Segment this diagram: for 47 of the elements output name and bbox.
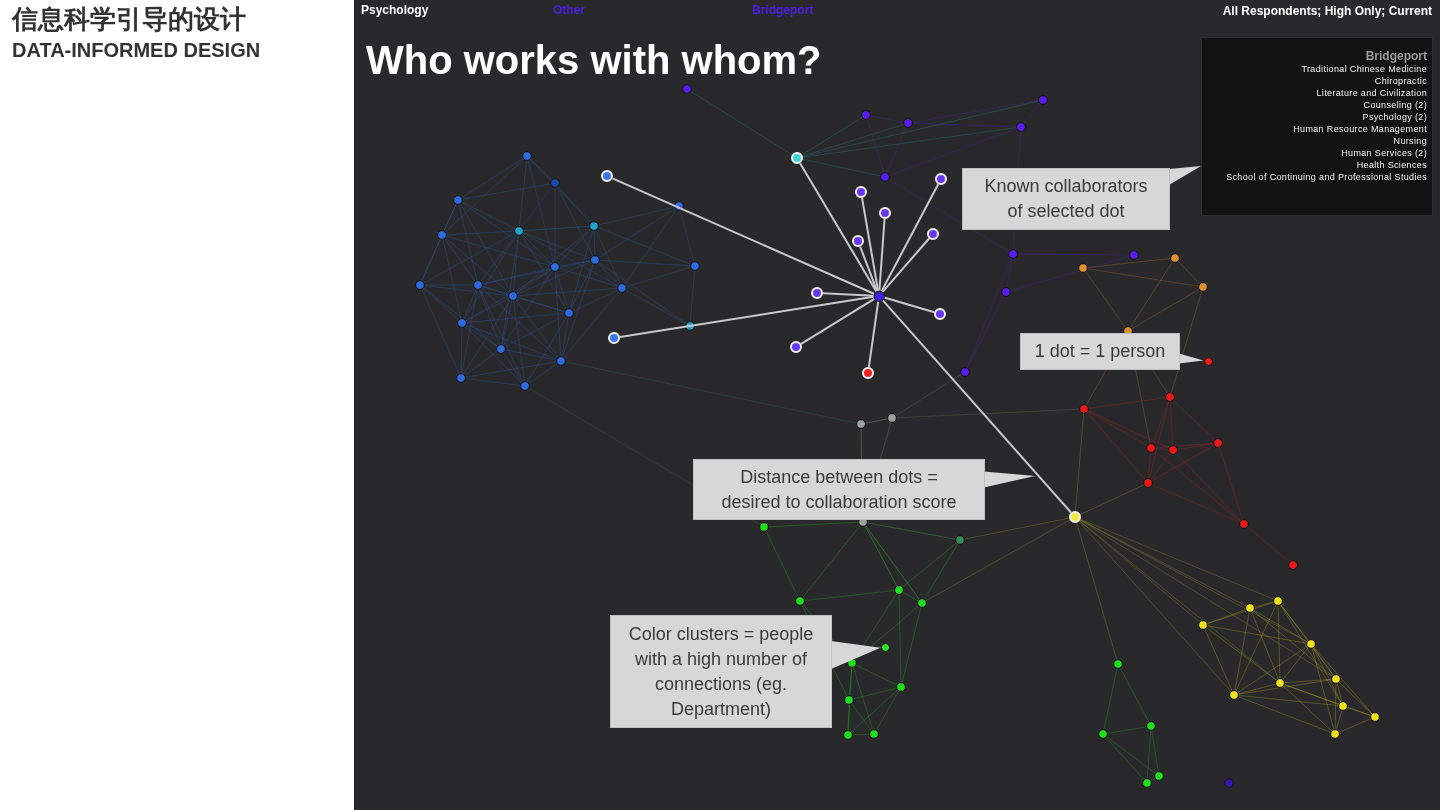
connection-line <box>822 292 875 297</box>
callout-box <box>962 168 1170 230</box>
callout-text: 1 dot = 1 person <box>1034 340 1166 363</box>
panel-heading: Bridgeport <box>1364 49 1427 63</box>
connection-line <box>867 300 880 369</box>
slide-title: 信息科学引导的设计 <box>12 5 246 35</box>
callout-text: Color clusters = people with a high number of connections (eg. Department) <box>627 622 815 721</box>
callout-box <box>693 459 985 520</box>
department-label: School of Continuing and Professional Studies <box>1225 171 1427 183</box>
callout-pointer <box>1179 353 1204 364</box>
info-panel <box>1201 37 1433 216</box>
department-label: Traditional Chinese Medicine <box>1300 63 1427 75</box>
callout-pointer <box>984 471 1035 488</box>
selected-dot <box>873 290 885 302</box>
network-dot <box>1203 356 1213 366</box>
department-label: Psychology (2) <box>1361 111 1427 123</box>
callout-text: Distance between dots = desired to collaboration score <box>720 465 958 514</box>
connection-line <box>859 245 879 292</box>
department-label: Nursing <box>1392 135 1427 147</box>
connection-line <box>883 296 936 314</box>
connection-line <box>861 196 880 292</box>
connection-line <box>881 299 1072 514</box>
department-label: Human Services (2) <box>1340 147 1427 159</box>
callout-pointer <box>831 640 881 669</box>
department-label: Chiropractic <box>1373 75 1427 87</box>
connection-line <box>881 237 931 293</box>
chart-title: Who works with whom? <box>366 38 822 82</box>
department-label: Human Resource Management <box>1292 123 1427 135</box>
connection-line <box>618 295 875 339</box>
callout-box <box>610 615 832 728</box>
department-label: Literature and Civilization <box>1315 87 1427 99</box>
callout-box <box>1020 333 1180 370</box>
department-label: Counseling (2) <box>1362 99 1427 111</box>
connection-line <box>611 177 875 295</box>
filter-summary: All Respondents; High Only; Current <box>1222 5 1432 19</box>
callout-pointer <box>1169 166 1201 185</box>
connection-line <box>800 297 876 345</box>
network-dot <box>880 642 890 652</box>
slide-subtitle: DATA-INFORMED DESIGN <box>12 39 261 62</box>
group-label: Other <box>553 4 585 18</box>
connection-line <box>880 183 940 293</box>
connection-line <box>878 218 886 292</box>
school-label: Bridgeport <box>752 4 814 18</box>
connection-line <box>799 162 878 293</box>
department-label: Psychology <box>361 4 429 18</box>
callout-text: Known collaborators of selected dot <box>983 175 1149 223</box>
department-label: Health Sciences <box>1355 159 1427 171</box>
